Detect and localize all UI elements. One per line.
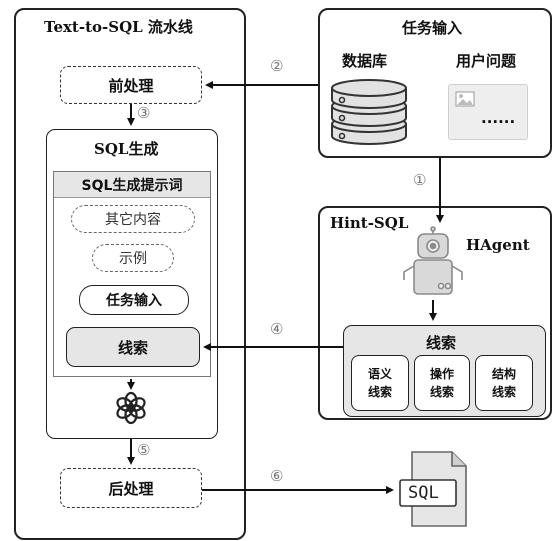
image-thumbnail-icon bbox=[455, 91, 475, 107]
task-input-panel bbox=[318, 8, 552, 158]
pipeline-title: Text-to-SQL 流水线 bbox=[44, 18, 193, 36]
hint-sql-panel bbox=[318, 206, 552, 420]
examples-pill: 示例 bbox=[92, 244, 174, 272]
other-content-pill: 其它内容 bbox=[71, 205, 195, 233]
task-input-title: 任务输入 bbox=[402, 19, 463, 37]
step-4-label: ④ bbox=[270, 320, 284, 338]
hint-sql-title: Hint-SQL bbox=[330, 214, 409, 232]
preprocess-box: 前处理 bbox=[60, 66, 202, 104]
semantic-hint-line2: 线索 bbox=[367, 385, 392, 399]
semantic-hint-line1: 语义 bbox=[367, 367, 392, 381]
hints-slot: 线索 bbox=[66, 327, 200, 367]
sql-file-label: SQL bbox=[408, 483, 439, 503]
sql-generation-title: SQL生成 bbox=[94, 140, 159, 158]
prompt-title: SQL生成提示词 bbox=[54, 172, 210, 198]
operation-hint-line2: 线索 bbox=[429, 385, 454, 399]
step-2-label: ② bbox=[270, 57, 284, 75]
robot-icon bbox=[403, 226, 463, 295]
structure-hint-line2: 线索 bbox=[491, 385, 516, 399]
operation-hint: 操作线索 bbox=[414, 355, 470, 411]
question-image-icon: ...... bbox=[448, 84, 528, 140]
step-6-label: ⑥ bbox=[270, 467, 284, 485]
openai-icon bbox=[116, 391, 146, 425]
operation-hint-line1: 操作 bbox=[429, 367, 454, 381]
task-input-pill: 任务输入 bbox=[79, 285, 189, 315]
structure-hint-line1: 结构 bbox=[491, 367, 516, 381]
user-question-label: 用户问题 bbox=[456, 52, 517, 70]
step-1-label: ① bbox=[413, 171, 427, 189]
pipeline-panel bbox=[14, 8, 246, 540]
postprocess-box: 后处理 bbox=[60, 468, 202, 508]
database-icon bbox=[331, 79, 407, 145]
hints-group-title: 线索 bbox=[426, 334, 457, 352]
sql-file-icon bbox=[399, 451, 467, 527]
hagent-label: HAgent bbox=[466, 236, 530, 254]
step-5-label: ⑤ bbox=[137, 441, 151, 459]
structure-hint: 结构线索 bbox=[475, 355, 533, 411]
question-placeholder: ...... bbox=[481, 109, 516, 127]
step-3-label: ③ bbox=[137, 104, 151, 122]
semantic-hint: 语义线索 bbox=[351, 355, 409, 411]
database-label: 数据库 bbox=[342, 52, 388, 70]
